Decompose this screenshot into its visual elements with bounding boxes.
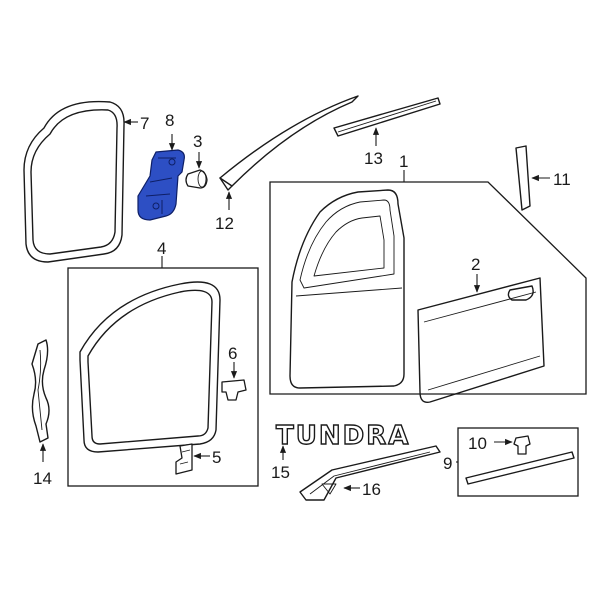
callout-2: 2 [471,255,480,274]
bracket-part[interactable] [175,443,193,475]
door-check-part[interactable] [137,149,185,221]
door-shell-part[interactable] [289,189,405,389]
callout-9: 9 [443,454,452,473]
lower-moulding-part[interactable] [299,445,441,501]
callout-14: 14 [33,469,52,488]
frame-moulding-part[interactable] [219,95,359,191]
moulding-clip-part[interactable] [513,435,531,455]
door-assembly-box [269,181,587,395]
belt-moulding-part[interactable] [333,97,441,137]
side-seal-part[interactable] [31,339,50,443]
callout-13: 13 [364,149,383,168]
callout-8: 8 [165,111,174,130]
callout-7: 7 [140,114,149,133]
emblem-part[interactable]: TUNDRA [275,420,410,451]
callout-5: 5 [212,448,221,467]
callout-3: 3 [193,132,202,151]
door-opening-weatherstrip-part[interactable] [79,281,221,453]
rocker-moulding-part[interactable] [465,451,575,485]
weatherstrip-box [67,267,259,487]
callout-10: 10 [468,434,487,453]
door-weatherstrip-part[interactable] [23,100,125,263]
callout-11: 11 [553,170,571,189]
callout-1: 1 [399,152,408,171]
bolt-part[interactable] [185,169,208,189]
outer-panel-part[interactable] [417,277,545,403]
callout-6: 6 [228,344,237,363]
callout-15: 15 [271,463,290,482]
emblem-text: TUNDRA [276,421,410,451]
callout-16: 16 [362,480,381,499]
callout-12: 12 [215,214,234,233]
clip-part[interactable] [221,379,247,401]
callout-4: 4 [157,239,166,258]
pillar-garnish-part[interactable] [515,145,531,211]
